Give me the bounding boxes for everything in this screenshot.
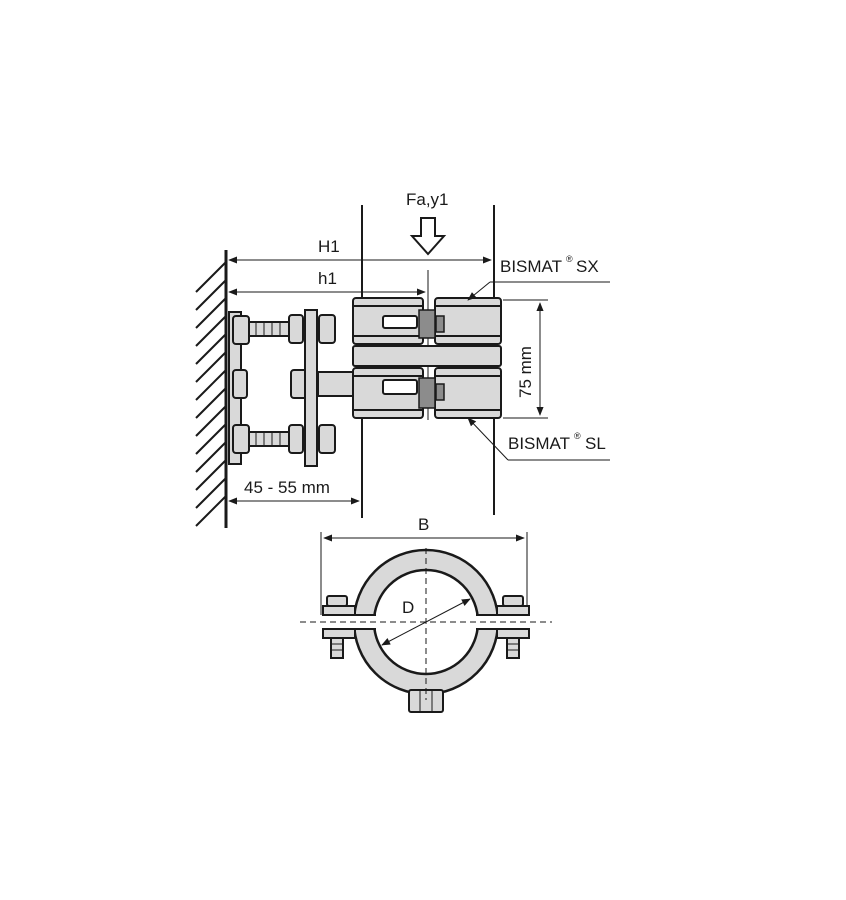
bismat-sl-suffix: SL [585,434,606,453]
upper-clamp-screw [418,309,436,339]
lower-clamp-nut [435,383,445,401]
left-bolt-head [326,595,348,607]
dimension-H1: H1 [228,237,492,264]
dimension-wall-gap: 45 - 55 mm [228,478,360,505]
ring-clamp-view: B D [300,515,552,713]
upper-clamp-slot [382,315,418,329]
spacing-label: 75 mm [516,346,535,398]
bismat-sx-registered: ® [566,254,573,264]
dimension-75mm: 75 mm [503,299,548,419]
right-flange-top [496,605,530,616]
force-label: Fa,y1 [406,190,449,209]
adapter-plate [304,309,318,467]
diameter-line [381,598,471,646]
left-flange-bottom [322,628,356,639]
upper-clamp-right-half [434,297,502,345]
upper-nut-right [318,314,336,344]
lower-pipe-clamp [352,367,502,419]
lower-nut-right [318,424,336,454]
D-label: D [402,598,414,617]
H1-label: H1 [318,237,340,256]
bismat-sx-name: BISMAT [500,257,562,276]
dimension-h1: h1 [228,269,426,296]
h1-label: h1 [318,269,337,288]
middle-rod [317,371,359,397]
wall-hatching [195,261,227,527]
lower-clamp-screw [418,377,436,409]
wall-gap-label: 45 - 55 mm [244,478,330,497]
lower-bolt-head [232,424,250,454]
pipe-body-band [352,345,502,367]
upper-nut-left [288,314,304,344]
B-label: B [418,515,429,534]
right-bolt-head [502,595,524,607]
lower-nut-left [288,424,304,454]
right-flange-bottom [496,628,530,639]
wall-mount [228,309,359,467]
left-bolt-shank [330,637,344,659]
down-arrow-icon [409,217,447,256]
bismat-sl-registered: ® [574,431,581,441]
left-flange-top [322,605,356,616]
wall [195,250,228,528]
upper-bolt-head [232,315,250,345]
bismat-sl-callout: BISMAT ® SL [467,417,610,461]
upper-pipe-clamp [352,297,502,345]
right-bolt-shank [506,637,520,659]
upper-clamp-nut [435,315,445,333]
bismat-sx-suffix: SX [576,257,599,276]
middle-bolt-head [232,369,248,399]
bismat-sl-name: BISMAT [508,434,570,453]
force-arrow: Fa,y1 [406,190,449,256]
lower-clamp-slot [382,379,418,395]
bismat-sx-callout: BISMAT ® SX [467,254,610,301]
